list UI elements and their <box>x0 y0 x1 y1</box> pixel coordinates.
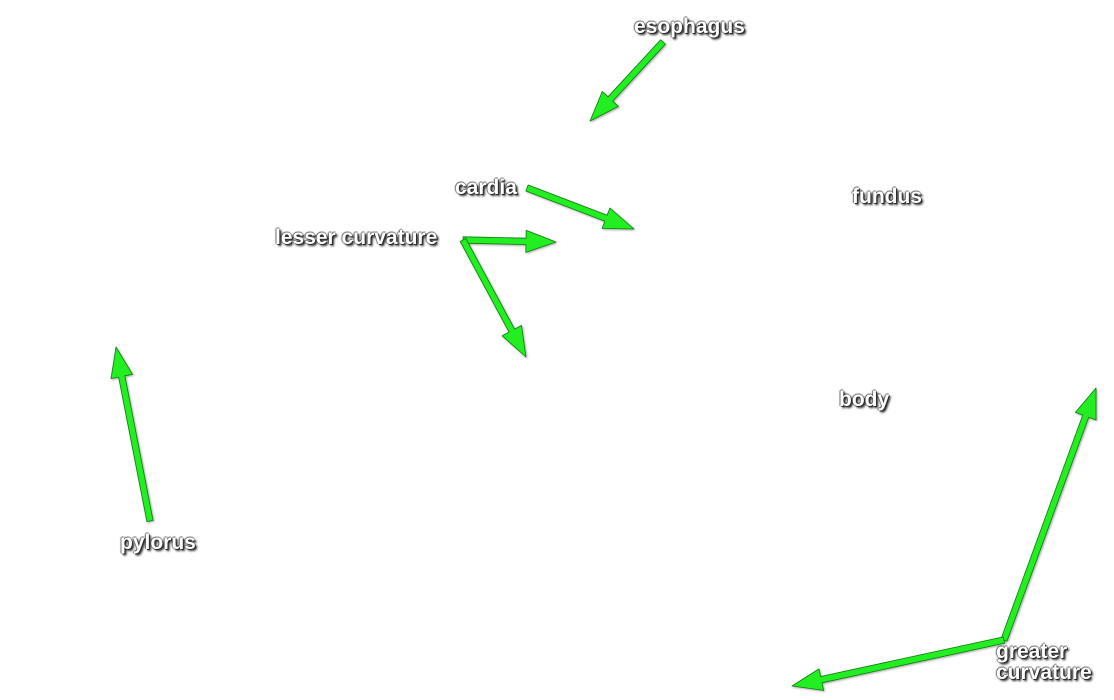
label-greater-curvature-line1: greater <box>996 640 1068 663</box>
label-esophagus: esophagus <box>634 15 745 38</box>
arrow-greater-curvature-2 <box>791 636 1006 691</box>
arrow-cardia <box>525 184 635 230</box>
label-cardia: cardia <box>455 176 517 199</box>
label-lesser-curvature: lesser curvature <box>275 226 438 249</box>
arrow-pylorus <box>110 346 154 522</box>
arrow-esophagus <box>589 39 666 122</box>
label-pylorus: pylorus <box>120 531 196 554</box>
arrow-greater-curvature-1 <box>1000 387 1097 642</box>
label-body: body <box>839 388 890 411</box>
arrow-lesser-curvature-2 <box>459 238 527 358</box>
label-greater-curvature-line2: curvature <box>996 661 1092 684</box>
label-fundus: fundus <box>852 185 922 208</box>
arrow-lesser-curvature-1 <box>462 229 557 253</box>
label-greater-curvature: greater curvature <box>996 641 1092 683</box>
